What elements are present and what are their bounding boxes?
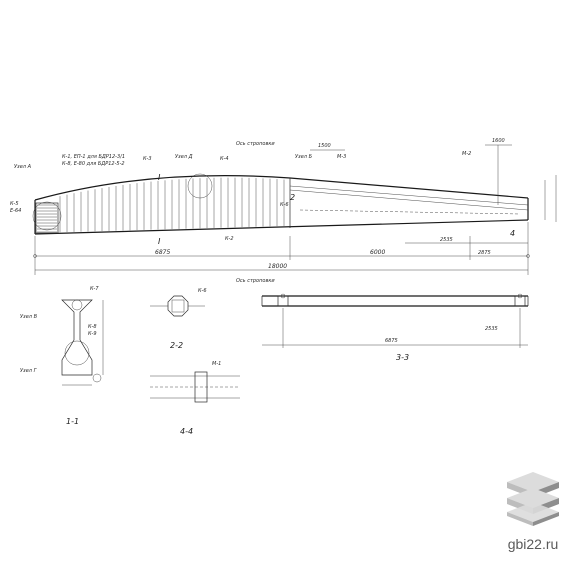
main-dimensions: 6875 6000 18000 2875 2535: [33, 222, 530, 275]
site-logo: [507, 472, 559, 526]
section-mark-4: 4: [510, 229, 515, 238]
label-k2: К-2: [225, 236, 234, 242]
label-e64: Е-64: [10, 208, 21, 214]
label-k4: К-4: [220, 156, 229, 162]
dim-2535: 2535: [440, 237, 453, 243]
label-node-d: Узел Д: [175, 154, 193, 160]
section-mark-top: I: [158, 173, 161, 182]
section-title-3-3: 3-3: [396, 353, 409, 362]
dim-2875: 2875: [478, 250, 491, 256]
dim-6875: 6875: [155, 249, 170, 256]
stirrup-lines: [37, 177, 285, 233]
label-k7: К-7: [90, 286, 99, 292]
section-title-2-2: 2-2: [170, 341, 183, 350]
section-title-4-4: 4-4: [180, 427, 193, 436]
dim-1500: 1500: [318, 143, 331, 149]
label-k5: К-5: [10, 201, 19, 207]
label-axis-top: Ось строповки: [236, 141, 275, 147]
label-node-v: Узел В: [20, 314, 38, 320]
site-label[interactable]: gbi22.ru: [507, 536, 559, 552]
dim-1600: 1600: [492, 138, 505, 144]
label-m1: М-1: [212, 361, 221, 367]
label-k9: К-9: [88, 331, 97, 337]
label-node-b: Узел Б: [295, 154, 313, 160]
section-mark-2: 2: [290, 193, 295, 202]
elevation-labels: Узел А К-1, ЕП-1 для БДР12-3/1 К-8, Е-80…: [10, 141, 515, 246]
section-mark-bottom: I: [158, 237, 161, 246]
section-title-1-1: 1-1: [66, 417, 79, 426]
label-m3: М-3: [337, 154, 346, 160]
dim-6875b: 6875: [385, 338, 398, 344]
label-node-a: Узел А: [14, 164, 32, 170]
plan-view-3-3: Ось строповки 6875 2535 3-3: [236, 278, 529, 362]
label-axis-bot: Ось строповки: [236, 278, 275, 284]
label-k1-note2: К-8, Е-80 для БДР12-5-2: [62, 161, 125, 167]
label-k1-note: К-1, ЕП-1 для БДР12-3/1: [62, 154, 125, 160]
beam-elevation: [34, 175, 529, 235]
label-node-g: Узел Г: [20, 368, 38, 374]
section-2-2: К-6 2-2: [150, 288, 207, 350]
label-m2: М-2: [462, 151, 471, 157]
label-k8: К-8: [88, 324, 97, 330]
logo-slab-bottom: [507, 502, 559, 526]
label-k3: К-3: [143, 156, 152, 162]
right-top-dims: 1500 1600: [310, 138, 557, 222]
section-4-4: М-1 4-4: [150, 361, 240, 436]
dim-18000: 18000: [268, 263, 287, 270]
label-k6: К-6: [280, 202, 289, 208]
dim-6000: 6000: [370, 249, 385, 256]
label-k6-section: К-6: [198, 288, 207, 294]
section-1-1: Узел В Узел Г К-7 К-8 К-9 1-1: [20, 286, 104, 426]
dim-2535b: 2535: [485, 326, 498, 332]
